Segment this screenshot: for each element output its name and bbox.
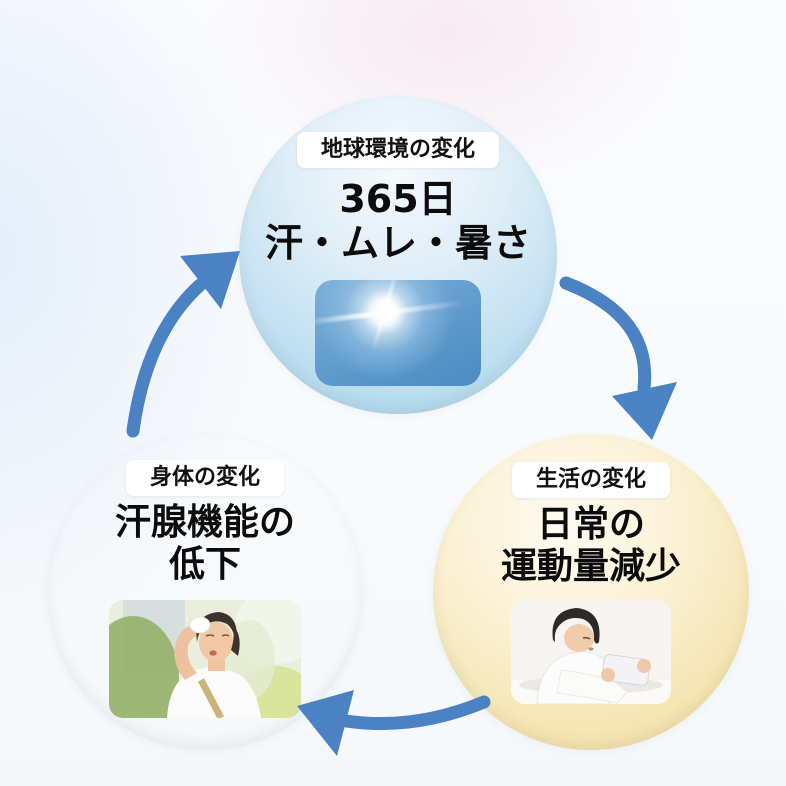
arrow-environment-to-lifestyle: [559, 276, 677, 440]
node-lifestyle-line1: 日常の: [536, 504, 645, 546]
node-lifestyle-headline: 日常の 運動量減少: [501, 504, 681, 588]
node-lifestyle-circle: 生活の変化 日常の 運動量減少: [433, 434, 749, 750]
node-environment-line1: 365日: [339, 177, 457, 222]
garden-background: [109, 599, 301, 718]
node-body-line2: 低下: [168, 544, 241, 586]
woman-photo-illustration: [109, 599, 301, 718]
boy-photo-illustration: [511, 599, 671, 704]
node-environment-headline: 365日 汗・ムレ・暑さ: [265, 177, 531, 265]
node-environment-badge: 地球環境の変化: [296, 132, 499, 169]
node-lifestyle-badge: 生活の変化: [511, 462, 670, 499]
node-body-circle: 身体の変化 汗腺機能の 低下: [47, 434, 363, 750]
node-environment-circle: 地球環境の変化 365日 汗・ムレ・暑さ: [239, 96, 557, 414]
node-body-line1: 汗腺機能の: [114, 502, 295, 544]
woman-figure: [167, 611, 261, 718]
arrow-body-to-environment: [126, 251, 240, 438]
boy-smartphone-photo: [511, 599, 671, 704]
boy-figure: [536, 607, 651, 704]
node-environment-line2: 汗・ムレ・暑さ: [264, 221, 531, 266]
node-body-badge: 身体の変化: [125, 460, 284, 497]
node-lifestyle-line2: 運動量減少: [500, 546, 681, 588]
node-body-headline: 汗腺機能の 低下: [115, 502, 295, 586]
woman-wiping-sweat-photo: [109, 599, 301, 718]
arrow-lifestyle-to-body: [297, 690, 491, 756]
sun-sky-photo: [315, 279, 481, 386]
